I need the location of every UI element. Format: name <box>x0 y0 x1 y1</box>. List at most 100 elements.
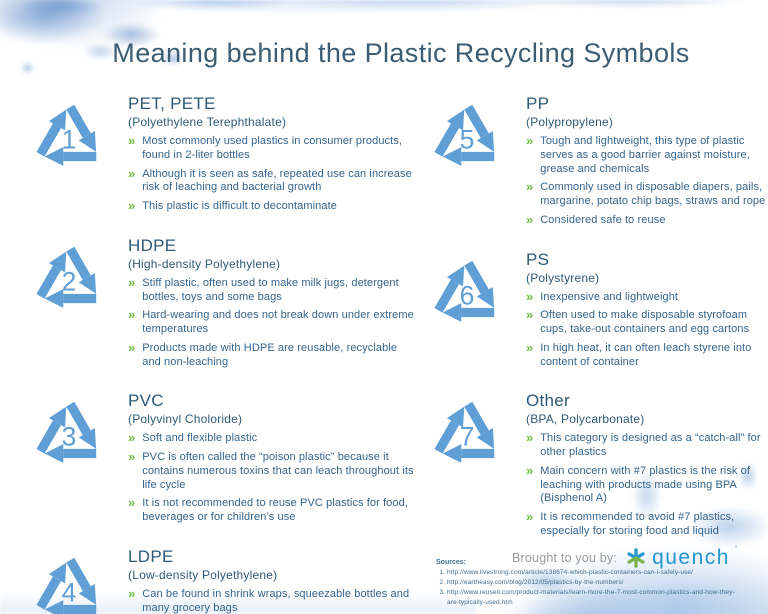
bullet-item: »Soft and flexible plastic <box>128 431 418 446</box>
bullet-text: Main concern with #7 plastics is the ris… <box>540 464 751 505</box>
bullet-text: Considered safe to reuse <box>540 213 666 226</box>
resin-code-number: 6 <box>460 280 475 310</box>
bullet-item: »This category is designed as a “catch-a… <box>526 431 766 460</box>
section-content: HDPE (High-density Polyethylene) » Stiff … <box>128 234 418 375</box>
section-content: PVC (Polyvinyl Choloride) »Soft and flex… <box>128 389 418 530</box>
bullet-item: » In high heat, it can often leach styren… <box>526 339 766 370</box>
recycling-symbol: 3 <box>26 389 112 530</box>
chevron-bullet-icon: » <box>526 307 534 323</box>
bullet-text: Although it is seen as safe, repeated us… <box>142 167 412 194</box>
bullet-item: » It is not recommended to reuse PVC plas… <box>128 495 418 525</box>
chevron-bullet-icon: » <box>128 585 136 601</box>
brought-to-you-by-label: Brought to you by: <box>512 551 618 565</box>
bullet-item: »PVC is often called the “poison plastic… <box>128 450 418 492</box>
bullet-text: Stiff plastic, often used to make milk j… <box>142 276 399 303</box>
section-content: PP (Polypropylene) »Tough and lightweigh… <box>526 92 766 233</box>
bullet-item: » Often used to make disposable styrofoam… <box>526 307 766 337</box>
chevron-bullet-icon: » <box>128 495 136 511</box>
bullet-item: »It is recommended to avoid #7 plastics,… <box>526 509 766 539</box>
chevron-bullet-icon: » <box>128 274 136 290</box>
chevron-bullet-icon: » <box>526 211 534 227</box>
recycling-triangle-icon: 2 <box>36 246 97 308</box>
plastic-section: 4 LDPE (Low-density Polyethylene) »Can b… <box>26 545 418 614</box>
bullet-list: »Most commonly used plastics in consumer… <box>128 133 418 214</box>
resin-code-number: 2 <box>62 266 77 296</box>
chevron-bullet-icon: » <box>128 198 136 213</box>
bullet-text: Soft and flexible plastic <box>142 432 258 445</box>
bullet-text: Inexpensive and lightweight <box>540 290 679 303</box>
plastic-section: 5 PP (Polypropylene) »Tough and lightwei… <box>424 92 766 233</box>
bullet-list: » Stiff plastic, often used to make milk … <box>128 274 418 370</box>
plastic-section: 7 Other (BPA, Polycarbonate) »This categ… <box>424 389 766 543</box>
bullet-text: Often used to make disposable styrofoam … <box>540 309 750 335</box>
footer: Brought to you by: quench ’ <box>512 545 737 569</box>
chevron-bullet-icon: » <box>128 307 136 323</box>
recycling-symbol: 5 <box>424 92 510 233</box>
bullet-text: Products made with HDPE are reusable, re… <box>142 341 398 368</box>
section-content: PET, PETE (Polyethylene Terephthalate) »… <box>128 92 418 219</box>
bullet-list: » Tough and lightweight, this type of pla… <box>526 134 766 228</box>
bullet-item: »Most commonly used plastics in consumer… <box>128 133 418 163</box>
chevron-bullet-icon: » <box>526 288 534 304</box>
asterisk-star-icon <box>627 548 645 568</box>
source-url: http://www.reuseit.com/product-materials… <box>447 588 736 608</box>
chevron-bullet-icon: » <box>128 339 136 355</box>
section-content: LDPE (Low-density Polyethylene) »Can be … <box>128 545 418 614</box>
sources-section: Sources: http://www.livestrong.com/artic… <box>436 559 736 608</box>
chevron-bullet-icon: » <box>526 509 534 524</box>
bullet-item: » Although it is seen as safe, repeated u… <box>128 165 418 196</box>
plastic-code: PET, PETE <box>128 94 216 113</box>
plastic-full-name: (Polyvinyl Choloride) <box>128 412 243 427</box>
bullet-text: In high heat, it can often leach styrene… <box>540 341 752 368</box>
resin-code-number: 7 <box>460 422 475 452</box>
bullet-text: This plastic is difficult to decontamina… <box>142 200 337 212</box>
bullet-item: »Main concern with #7 plastics is the ri… <box>526 464 766 506</box>
chevron-bullet-icon: » <box>526 179 534 195</box>
brand-name: quench <box>652 546 730 569</box>
bullet-item: » Products made with HDPE are reusable, r… <box>128 339 418 370</box>
recycling-triangle-icon: 7 <box>434 402 495 464</box>
resin-code-number: 4 <box>62 577 77 607</box>
plastic-full-name: (Low-density Polyethylene) <box>128 567 278 582</box>
bullet-item: » Considered safe to reuse <box>526 211 766 228</box>
plastic-full-name: (BPA, Polycarbonate) <box>526 412 645 427</box>
bullet-list: »Soft and flexible plastic»PVC is often … <box>128 431 418 525</box>
source-url: http://eartheasy.com/blog/2012/05/plasti… <box>447 578 736 588</box>
chevron-bullet-icon: » <box>128 165 136 181</box>
source-url: http://www.livestrong.com/article/138674… <box>447 568 736 578</box>
plastic-code: PS <box>526 249 550 269</box>
sources-label: Sources: <box>436 558 466 566</box>
recycling-triangle-icon: 6 <box>434 260 495 322</box>
recycling-symbol: 1 <box>26 92 112 219</box>
bullet-text: Tough and lightweight, this type of plas… <box>540 135 750 175</box>
bullet-list: » Inexpensive and lightweight » Often used … <box>526 288 766 370</box>
bullet-text: PVC is often called the “poison plastic”… <box>142 451 414 491</box>
bullet-text: Hard-wearing and does not break down und… <box>142 309 414 335</box>
recycling-triangle-icon: 3 <box>36 402 97 464</box>
plastic-full-name: (Polyethylene Terephthalate) <box>128 115 287 129</box>
bullet-item: »Can be found in shrink wraps, squeezabl… <box>128 585 418 614</box>
recycling-symbol: 7 <box>424 389 510 543</box>
plastic-full-name: (Polystyrene) <box>526 270 600 285</box>
bullet-text: Commonly used in disposable diapers, pai… <box>540 181 766 207</box>
quench-logo: quench ’ <box>625 545 737 569</box>
chevron-bullet-icon: » <box>526 339 534 355</box>
bullet-item: » Hard-wearing and does not break down un… <box>128 307 418 337</box>
recycling-triangle-icon: 5 <box>434 104 495 166</box>
section-content: PS (Polystyrene) » Inexpensive and lightw… <box>526 248 766 375</box>
plastic-code: HDPE <box>128 235 177 255</box>
bullet-list: »This category is designed as a “catch-a… <box>526 431 766 539</box>
plastic-section: 6 PS (Polystyrene) » Inexpensive and ligh… <box>424 248 766 375</box>
plastic-code: Other <box>526 391 571 411</box>
recycling-symbol: 4 <box>26 545 112 614</box>
plastic-full-name: (High-density Polyethylene) <box>128 256 281 271</box>
resin-code-number: 1 <box>62 125 77 155</box>
chevron-bullet-icon: » <box>128 133 136 148</box>
resin-code-number: 3 <box>62 422 77 452</box>
bullet-item: » Stiff plastic, often used to make milk … <box>128 274 418 305</box>
sources-list: http://www.livestrong.com/article/138674… <box>436 568 736 608</box>
plastic-code: PP <box>526 94 550 113</box>
bullet-text: It is not recommended to reuse PVC plast… <box>142 497 408 523</box>
left-column: 1 PET, PETE (Polyethylene Terephthalate)… <box>26 92 418 614</box>
